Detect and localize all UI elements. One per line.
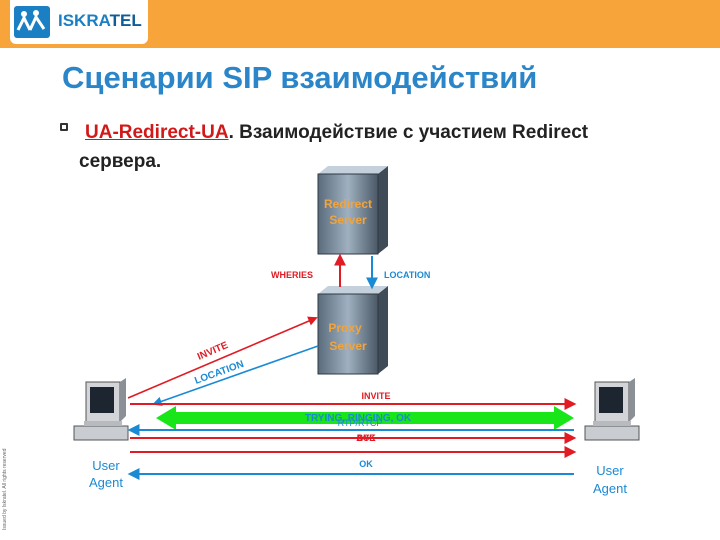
invite-diagonal-arrow xyxy=(127,316,318,399)
invite-row-label: INVITE xyxy=(361,391,390,401)
proxy-server-icon xyxy=(317,286,388,375)
location-label: LOCATION xyxy=(384,270,430,280)
left-agent-label-2: Agent xyxy=(89,475,123,490)
page-title: Сценарии SIP взаимодействий xyxy=(62,60,538,95)
bullet-icon xyxy=(60,123,68,131)
wheries-label: WHERIES xyxy=(271,270,313,280)
location-diagonal-label: LOCATION xyxy=(193,359,245,387)
redirect-server-label-1: Redirect xyxy=(324,197,372,211)
iskratel-logo: ISKRATEL xyxy=(10,0,148,44)
proxy-server-label-2: Server xyxy=(329,339,367,353)
logo-wordmark: ISKRATEL xyxy=(58,11,142,31)
bye-row-label: BYE xyxy=(357,433,376,443)
left-computer-icon xyxy=(73,378,129,441)
redirect-server-icon xyxy=(317,166,388,255)
right-agent-label-1: User xyxy=(596,463,624,478)
logo-text-b: TEL xyxy=(109,11,142,30)
redirect-server-label-2: Server xyxy=(329,213,367,227)
logo-text-a: ISKRA xyxy=(58,11,110,30)
logo-figures-icon xyxy=(14,6,50,38)
ack-row-label: ACK xyxy=(356,433,376,443)
rtp-double-arrow xyxy=(156,406,574,430)
trying-row-label: TRYING, RINGING, OK xyxy=(305,413,412,424)
right-computer-icon xyxy=(584,378,640,441)
rtp-row-label: RTP/RTCP xyxy=(338,418,383,428)
invite-diagonal-label: INVITE xyxy=(196,340,230,363)
right-agent-label-2: Agent xyxy=(593,481,627,496)
bullet-highlight: UA-Redirect-UA xyxy=(85,122,229,143)
location-diagonal-arrow xyxy=(152,345,319,406)
bullet-body: . Взаимодействие с участием Redirect сер… xyxy=(79,122,589,172)
proxy-server-label-1: Proxy xyxy=(328,321,362,335)
bullet-text: UA-Redirect-UA. Взаимодействие с участие… xyxy=(79,118,639,176)
left-agent-label-1: User xyxy=(92,458,120,473)
ok-row-label: OK xyxy=(359,459,373,469)
